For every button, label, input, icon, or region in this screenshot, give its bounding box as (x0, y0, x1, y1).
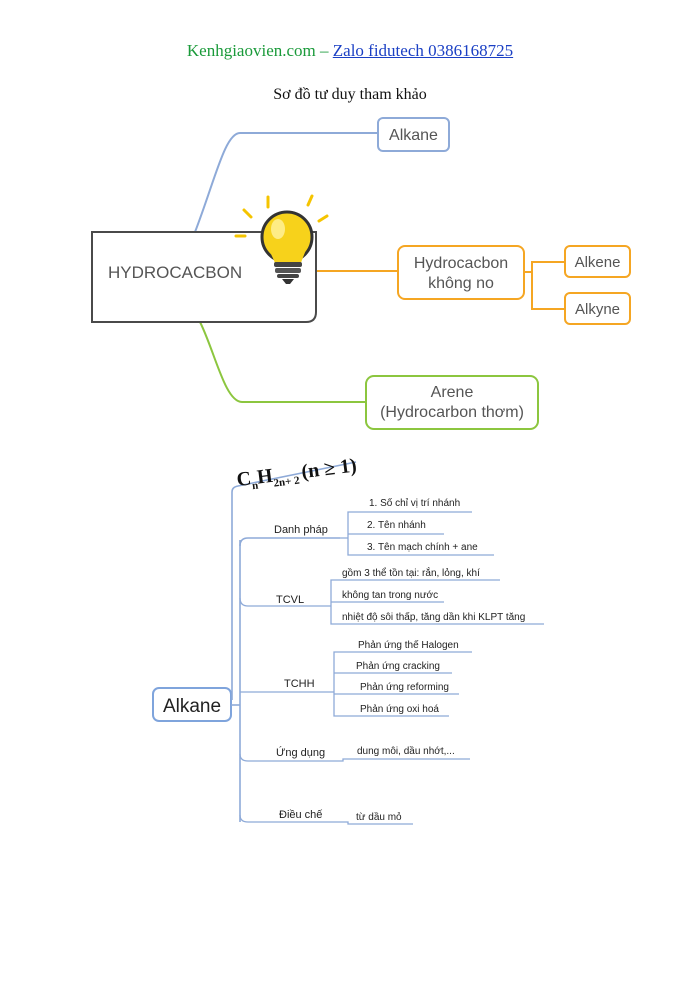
connector-arene (199, 321, 366, 403)
root-node-hydrocacbon: HYDROCACBON (91, 231, 317, 323)
branch-label: Điều chế (279, 809, 322, 821)
page-subtitle: Sơ đồ tư duy tham khảo (273, 86, 427, 103)
node-arene: Arene (Hydrocarbon thơm) (365, 375, 539, 430)
node-alkene: Alkene (564, 245, 631, 278)
branch-item: 2. Tên nhánh (367, 520, 426, 531)
formula-condition: (n ≥ 1) (300, 455, 358, 484)
branch-item: 3. Tên mạch chính + ane (367, 542, 478, 553)
branch-item: Phản ứng oxi hoá (360, 704, 439, 715)
node-unsaturated-hydrocarbon: Hydrocacbon không no (397, 245, 525, 300)
branch-label: Danh pháp (274, 524, 328, 536)
alkane-mind-map: Alkane CnH2n+ 2(n ≥ 1) Danh pháp 1. Số c… (152, 455, 544, 825)
node-alkyne: Alkyne (564, 292, 631, 325)
node-alkyne-label: Alkyne (575, 301, 620, 318)
node-alkene-label: Alkene (575, 254, 621, 271)
branch-label: Ứng dụng (276, 746, 325, 759)
formula-h: H (256, 465, 275, 489)
branch-item: không tan trong nước (342, 590, 438, 601)
formula-c: C (235, 467, 252, 491)
connector-alkene-alkyne (524, 261, 565, 310)
node-unsaturated-label-line1: Hydrocacbon (414, 255, 508, 272)
branch-item: dung môi, dầu nhớt,... (357, 745, 455, 757)
branch-dieu-che: Điều chế từ dầu mỏ (239, 809, 413, 825)
connector-alkane (194, 132, 378, 233)
formula-c-sub: n (251, 480, 259, 493)
formula-general: CnH2n+ 2(n ≥ 1) (235, 455, 358, 495)
header-separator: – (315, 41, 333, 60)
root-node-box (91, 231, 317, 323)
branch-item: từ dầu mỏ (356, 811, 402, 823)
branch-label: TCVL (276, 594, 304, 606)
connector-formula (231, 461, 357, 700)
branch-item: 1. Số chỉ vị trí nhánh (369, 497, 460, 509)
alkane-root-node: Alkane (152, 687, 232, 722)
branch-tchh: TCHH Phản ứng thế Halogen Phản ứng crack… (240, 639, 472, 717)
light-bulb-icon (234, 194, 329, 284)
svg-text:CnH2n+ 2(n ≥ 1): CnH2n+ 2(n ≥ 1) (235, 455, 358, 495)
branch-item: Phản ứng reforming (360, 682, 449, 693)
site-name[interactable]: Kenhgiaovien.com (186, 41, 316, 60)
alkane-root-label: Alkane (163, 696, 221, 717)
zalo-link[interactable]: Zalo fidutech 0386168725 (332, 41, 514, 60)
node-alkane-label: Alkane (389, 127, 438, 144)
branch-danh-phap: Danh pháp 1. Số chỉ vị trí nhánh 2. Tên … (239, 497, 494, 556)
node-unsaturated-label-line2: không no (428, 275, 494, 292)
branch-item: Phản ứng thế Halogen (358, 639, 459, 651)
root-node-label: HYDROCACBON (108, 263, 242, 282)
branch-item: gồm 3 thể tồn tại: rắn, lỏng, khí (342, 566, 480, 579)
branch-item: Phản ứng cracking (356, 661, 440, 672)
hydrocarbon-mind-map: HYDROCACBON Alkane (91, 117, 631, 430)
branch-ung-dung: Ứng dụng dung môi, dầu nhớt,... (239, 745, 470, 762)
formula-h-sub: 2n+ 2 (273, 474, 301, 489)
node-alkane: Alkane (377, 117, 450, 152)
node-arene-label-line1: Arene (431, 384, 474, 401)
branch-item: nhiệt độ sôi thấp, tăng dần khi KLPT tăn… (342, 611, 525, 623)
node-arene-label-line2: (Hydrocarbon thơm) (380, 404, 524, 421)
branch-label: TCHH (284, 678, 315, 690)
header-line: Kenhgiaovien.com – Zalo fidutech 0386168… (0, 41, 700, 61)
branch-tcvl: TCVL gồm 3 thể tồn tại: rắn, lỏng, khí k… (239, 566, 544, 625)
